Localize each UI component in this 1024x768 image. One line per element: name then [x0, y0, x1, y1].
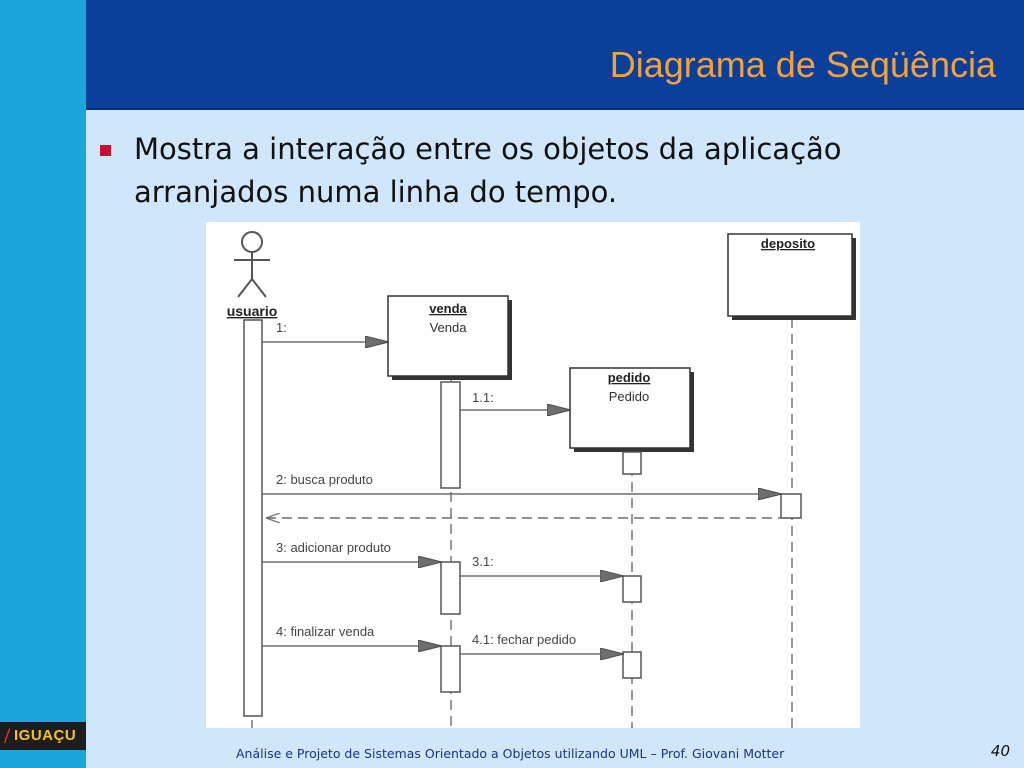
activation-venda-1 — [440, 381, 461, 489]
object-pedido-class: Pedido — [609, 389, 649, 404]
activation-usuario — [243, 319, 263, 717]
sequence-diagram-svg: usuario venda Venda pedido Pedido deposi… — [227, 231, 856, 728]
activation-venda-3 — [440, 645, 461, 693]
header-rule — [86, 108, 1024, 110]
activation-pedido-2 — [622, 575, 642, 603]
object-pedido: pedido Pedido — [569, 367, 694, 452]
logo-text: IGUAÇU — [14, 727, 77, 744]
object-deposito: deposito — [727, 233, 856, 320]
object-venda-name: venda — [429, 301, 467, 316]
institution-logo: / IGUAÇU — [0, 722, 86, 750]
message-4-label: 4: finalizar venda — [276, 624, 375, 639]
sequence-diagram: usuario venda Venda pedido Pedido deposi… — [206, 222, 860, 728]
message-4-1-label: 4.1: fechar pedido — [472, 632, 576, 647]
stick-figure-icon — [234, 231, 270, 298]
object-deposito-name: deposito — [761, 236, 815, 251]
slide-title: Diagrama de Seqüência — [609, 44, 996, 85]
activation-pedido-3 — [622, 651, 642, 679]
sidebar-band — [0, 0, 86, 768]
actor-label: usuario — [227, 303, 278, 319]
page-number: 40 — [990, 742, 1010, 760]
header-band: Diagrama de Seqüência — [86, 0, 1024, 110]
activation-pedido-1 — [622, 451, 642, 475]
message-3-1-label: 3.1: — [472, 554, 494, 569]
message-1-label: 1: — [276, 320, 287, 335]
actor-usuario: usuario — [227, 231, 278, 319]
logo-mark-icon: / — [4, 723, 11, 748]
message-2-label: 2: busca produto — [276, 472, 373, 487]
activation-deposito — [780, 493, 802, 519]
message-3-label: 3: adicionar produto — [276, 540, 391, 555]
footer-text: Análise e Projeto de Sistemas Orientado … — [236, 746, 785, 761]
object-venda: venda Venda — [387, 295, 512, 380]
bullet-square-icon — [100, 145, 111, 156]
message-1-1-label: 1.1: — [472, 390, 494, 405]
bullet-text: Mostra a interação entre os objetos da a… — [134, 132, 842, 209]
object-venda-class: Venda — [430, 320, 468, 335]
activation-venda-2 — [440, 561, 461, 615]
object-pedido-name: pedido — [608, 370, 651, 385]
